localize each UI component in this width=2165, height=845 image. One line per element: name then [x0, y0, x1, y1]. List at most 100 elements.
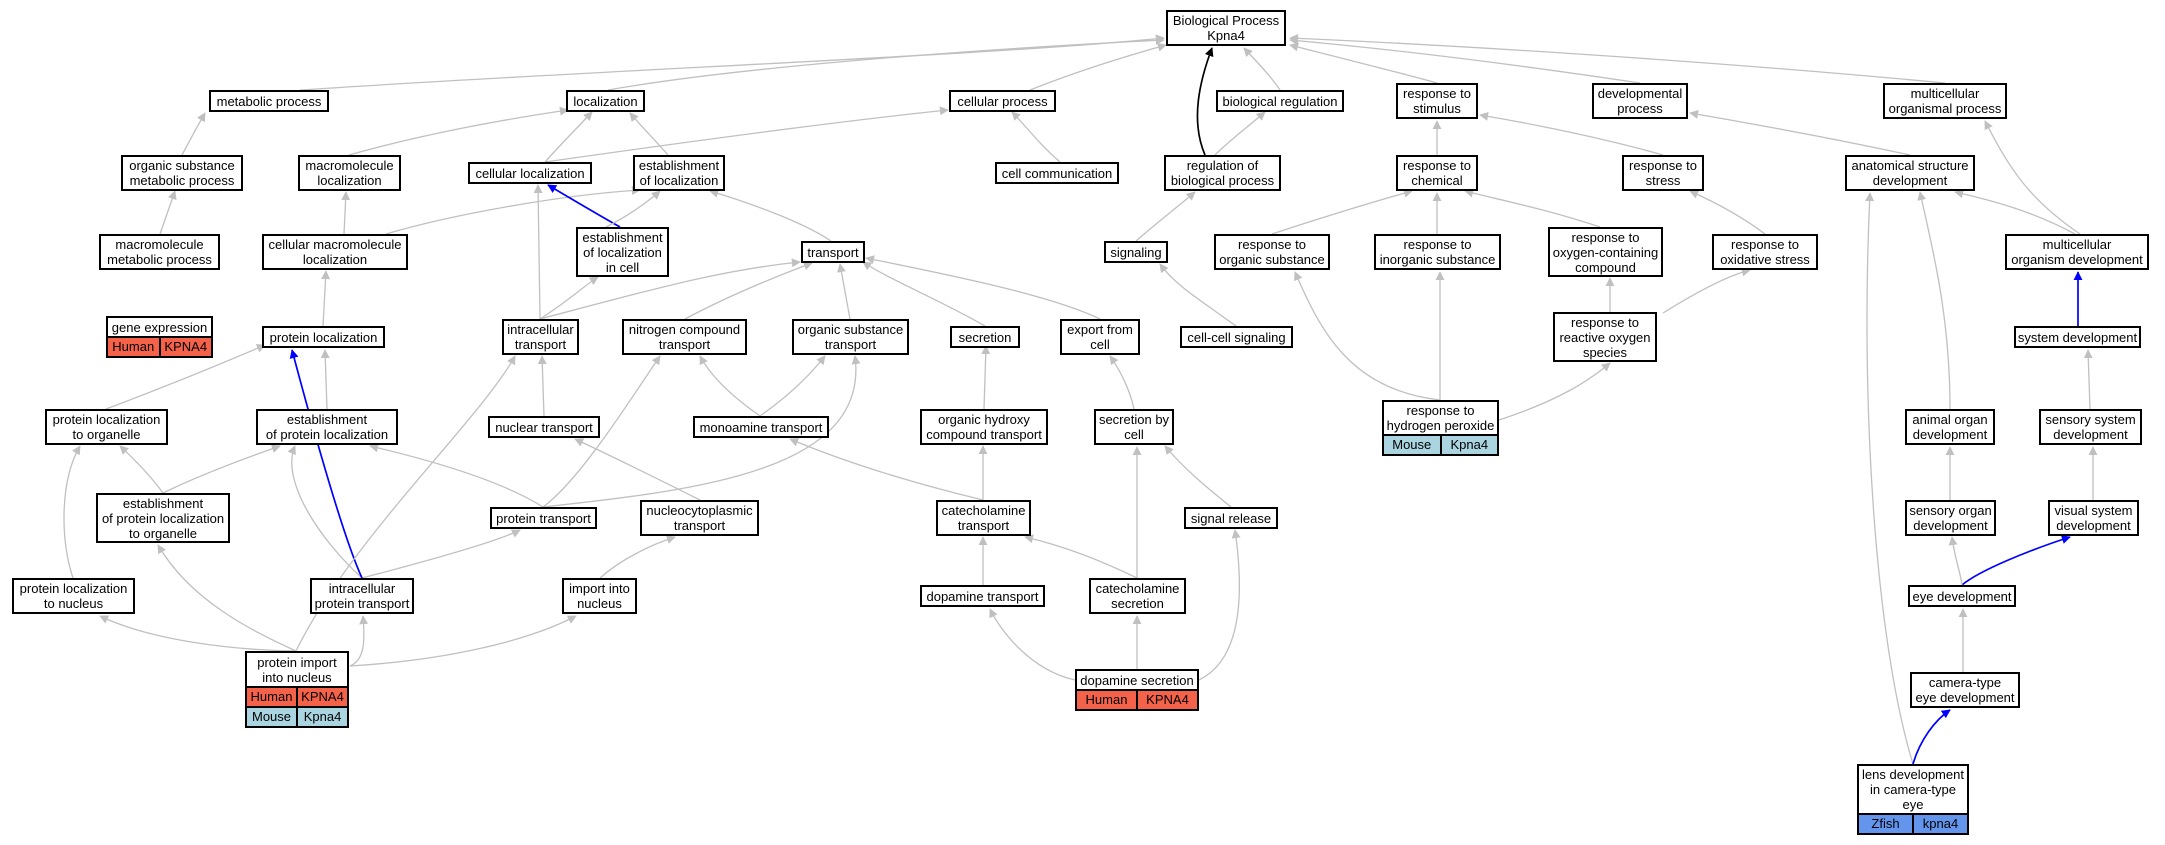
node-cellular-macro-localization-label: cellular macromolecule localization [268, 237, 402, 267]
edge-11 [1689, 109, 1911, 156]
node-cell-communication-label: cell communication [1001, 165, 1113, 181]
node-biological-regulation-label: biological regulation [1222, 93, 1338, 109]
gene-node-dopamine-secretion-label: dopamine secretion [1080, 672, 1194, 688]
node-metabolic-label: metabolic process [216, 93, 322, 109]
node-dopamine-transport[interactable]: dopamine transport [920, 585, 1045, 607]
node-protein-loc-nucleus-label: protein localization to nucleus [19, 581, 128, 611]
organism-label: Mouse [1392, 437, 1432, 452]
node-signal-release[interactable]: signal release [1184, 507, 1278, 529]
node-export-cell[interactable]: export from cell [1060, 319, 1140, 355]
edge-43 [320, 349, 330, 410]
gene-node-gene-expression[interactable]: gene expression Human KPNA4 [106, 316, 213, 358]
node-metabolic[interactable]: metabolic process [209, 90, 329, 112]
node-response-inorganic[interactable]: response to inorganic substance [1374, 234, 1501, 270]
node-protein-loc-nucleus[interactable]: protein localization to nucleus [12, 578, 135, 614]
edge-17 [1011, 111, 1061, 163]
edge-71 [1948, 536, 1963, 586]
node-root-label: Biological Process Kpna4 [1172, 13, 1280, 43]
node-establishment-in-cell[interactable]: establishment of localization in cell [576, 227, 669, 277]
node-sensory-organ-dev[interactable]: sensory organ development [1905, 500, 1996, 536]
node-response-stress-label: response to stress [1629, 158, 1697, 188]
node-establishment-protein-loc[interactable]: establishment of protein localization [256, 409, 398, 445]
node-multicellular-process[interactable]: multicellular organismal process [1883, 83, 2007, 119]
node-intracellular-transport[interactable]: intracellular transport [502, 319, 579, 355]
node-monoamine-transport[interactable]: monoamine transport [693, 416, 829, 438]
node-cell-cell-signaling[interactable]: cell-cell signaling [1180, 326, 1293, 348]
node-secretion-by-cell[interactable]: secretion by cell [1094, 409, 1174, 445]
gene-node-response-h2o2-label: response to hydrogen peroxide [1386, 403, 1495, 433]
node-response-stimulus[interactable]: response to stimulus [1396, 83, 1478, 119]
node-nucleocytoplasmic-label: nucleocytoplasmic transport [646, 503, 753, 533]
edge-27 [1464, 188, 1601, 228]
node-response-organic[interactable]: response to organic substance [1214, 234, 1330, 270]
gene-node-protein-import-nucleus[interactable]: protein import into nucleus Human KPNA4 … [245, 651, 349, 728]
edge-0 [299, 34, 1165, 91]
node-cellular-macro-localization[interactable]: cellular macromolecule localization [262, 234, 408, 270]
node-catecholamine-transport[interactable]: catecholamine transport [936, 500, 1031, 536]
node-response-oxygen[interactable]: response to oxygen-containing compound [1548, 227, 1663, 277]
node-import-nucleus[interactable]: import into nucleus [562, 578, 637, 614]
node-catecholamine-secretion[interactable]: catecholamine secretion [1089, 578, 1186, 614]
node-establishment-protein-organelle[interactable]: establishment of protein localization to… [96, 493, 230, 543]
edge-42 [105, 344, 266, 410]
gene-node-response-h2o2[interactable]: response to hydrogen peroxide Mouse Kpna… [1382, 400, 1499, 456]
node-nuclear-transport[interactable]: nuclear transport [488, 416, 600, 438]
node-transport[interactable]: transport [801, 241, 865, 263]
node-establishment-localization[interactable]: establishment of localization [633, 155, 725, 191]
edge-48 [1109, 355, 1135, 410]
node-anatomical-dev[interactable]: anatomical structure development [1845, 155, 1975, 191]
node-signaling[interactable]: signaling [1104, 241, 1168, 263]
edge-25 [1271, 188, 1413, 235]
node-eye-dev[interactable]: eye development [1908, 585, 2016, 607]
node-macromolecule-metabolic[interactable]: macromolecule metabolic process [99, 234, 220, 270]
node-multicellular-dev[interactable]: multicellular organism development [2005, 234, 2149, 270]
node-cellular-process[interactable]: cellular process [949, 90, 1056, 112]
edge-15 [629, 112, 669, 156]
node-intracellular-protein-transport[interactable]: intracellular protein transport [310, 578, 414, 614]
node-localization[interactable]: localization [566, 90, 645, 112]
node-regulation-bp[interactable]: regulation of biological process [1164, 155, 1281, 191]
node-cellular-localization[interactable]: cellular localization [468, 162, 592, 184]
node-response-ros[interactable]: response to reactive oxygen species [1553, 312, 1657, 362]
node-protein-localization[interactable]: protein localization [262, 326, 385, 348]
edge-74 [157, 544, 297, 652]
edge-56 [574, 438, 701, 501]
node-animal-organ-dev-label: animal organ development [1912, 412, 1988, 442]
node-animal-organ-dev[interactable]: animal organ development [1905, 409, 1995, 445]
gene-node-lens-dev[interactable]: lens development in camera-type eye Zfis… [1857, 764, 1969, 835]
node-developmental-process[interactable]: developmental process [1592, 83, 1688, 119]
node-biological-regulation[interactable]: biological regulation [1216, 90, 1344, 112]
node-visual-system-dev[interactable]: visual system development [2048, 500, 2139, 536]
node-multicellular-dev-label: multicellular organism development [2011, 237, 2143, 267]
gene-symbol: Kpna4 [296, 708, 347, 726]
organism-label: Mouse [251, 709, 292, 724]
gene-row-zfish: Zfish kpna4 [1859, 813, 1967, 833]
node-hydroxy-transport[interactable]: organic hydroxy compound transport [920, 409, 1048, 445]
node-cell-communication[interactable]: cell communication [995, 162, 1119, 184]
edge-44 [537, 355, 547, 417]
edge-29 [1954, 189, 2076, 235]
gene-row-human: Human KPNA4 [108, 336, 211, 356]
node-response-chemical-label: response to chemical [1403, 158, 1471, 188]
node-root[interactable]: Biological Process Kpna4 [1166, 10, 1286, 46]
node-response-oxidative[interactable]: response to oxidative stress [1712, 234, 1818, 270]
node-protein-transport[interactable]: protein transport [490, 507, 597, 529]
node-response-oxidative-label: response to oxidative stress [1720, 237, 1810, 267]
edge-2 [1029, 42, 1167, 91]
gene-symbol: Kpna4 [1439, 436, 1498, 454]
edge-84 [1662, 267, 1751, 314]
node-macromolecule-localization[interactable]: macromolecule localization [298, 155, 401, 191]
node-organic-transport[interactable]: organic substance transport [792, 319, 909, 355]
node-system-dev[interactable]: system development [2014, 326, 2141, 348]
node-camera-eye-dev[interactable]: camera-type eye development [1910, 672, 2020, 708]
node-response-chemical[interactable]: response to chemical [1396, 155, 1478, 191]
node-establishment-protein-organelle-label: establishment of protein localization to… [101, 495, 225, 541]
node-organic-metabolic[interactable]: organic substance metabolic process [121, 155, 243, 191]
node-secretion[interactable]: secretion [950, 326, 1020, 348]
node-response-stress[interactable]: response to stress [1622, 155, 1704, 191]
node-nucleocytoplasmic[interactable]: nucleocytoplasmic transport [640, 500, 759, 536]
gene-node-dopamine-secretion[interactable]: dopamine secretion Human KPNA4 [1075, 669, 1199, 711]
node-protein-loc-organelle[interactable]: protein localization to organelle [45, 409, 168, 445]
node-sensory-system-dev[interactable]: sensory system development [2039, 409, 2142, 445]
node-nitrogen-transport[interactable]: nitrogen compound transport [622, 319, 747, 355]
